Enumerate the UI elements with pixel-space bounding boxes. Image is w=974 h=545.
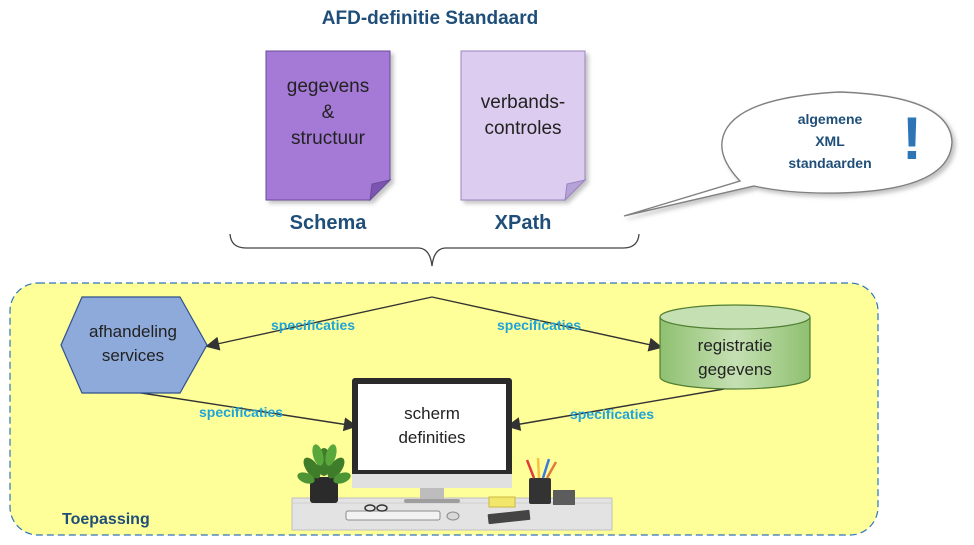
registration-text: registratie gegevens xyxy=(697,336,773,379)
spec-label-top-left: specificaties xyxy=(271,317,356,333)
pencils xyxy=(525,457,558,479)
xpath-label: XPath xyxy=(494,212,552,234)
diagram-title: AFD-definitie Standaard xyxy=(321,8,539,29)
xpath-document xyxy=(460,50,587,202)
spec-label-bottom-right: specificaties xyxy=(570,406,655,422)
connector-to-registration xyxy=(431,296,663,352)
keyboard xyxy=(345,510,441,521)
spec-label-bottom-left: specificaties xyxy=(199,404,284,420)
monitor-screen xyxy=(358,384,506,470)
application-label: Toepassing xyxy=(62,511,150,528)
connector-to-services xyxy=(205,296,433,351)
services-text: afhandeling services xyxy=(89,322,177,365)
pencil-cup xyxy=(529,478,551,504)
schema-document-text: gegevens & structuur xyxy=(286,76,370,149)
monitor-chin xyxy=(352,474,512,488)
plant-pot xyxy=(310,477,338,503)
exclamation-icon: ! xyxy=(902,105,922,172)
screen-text: scherm definities xyxy=(398,404,466,447)
services-hexagon xyxy=(60,296,208,394)
desk-scene xyxy=(291,378,613,531)
plant-leaves xyxy=(297,444,351,484)
sticky-notes xyxy=(488,496,516,508)
callout-bubble xyxy=(623,91,953,217)
tablet xyxy=(487,509,531,525)
connector-registration-to-screen xyxy=(506,388,725,431)
mouse xyxy=(446,511,460,521)
schema-label: Schema xyxy=(289,212,367,234)
registration-cylinder xyxy=(659,304,811,390)
note-box xyxy=(553,490,575,505)
schema-document xyxy=(265,50,392,202)
xpath-document-text: verbands- controles xyxy=(480,92,566,139)
connector-services-to-screen xyxy=(134,391,358,432)
spec-label-top-right: specificaties xyxy=(497,317,582,333)
grouping-brace xyxy=(229,233,640,267)
callout-text: algemene XML standaarden xyxy=(788,111,872,171)
monitor-stand xyxy=(420,488,444,500)
